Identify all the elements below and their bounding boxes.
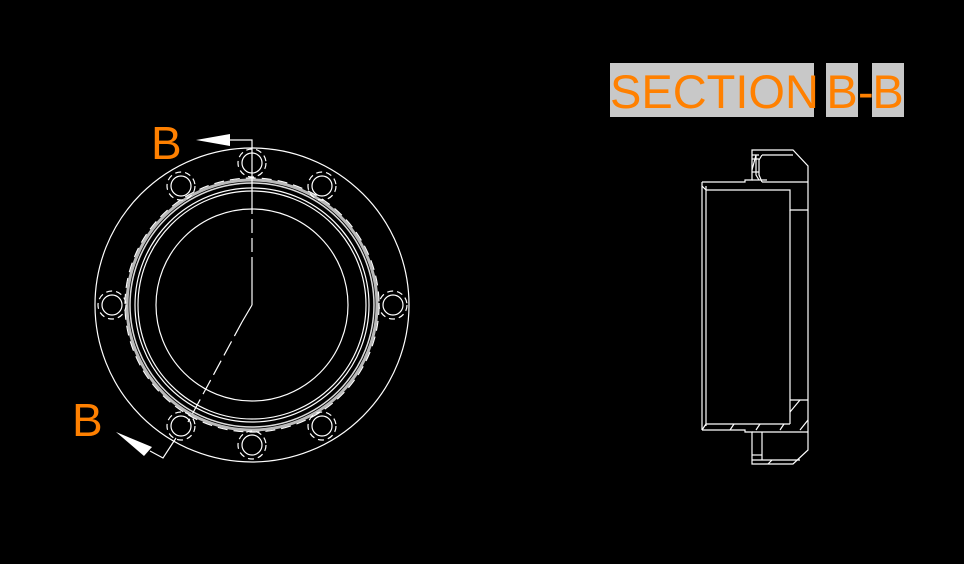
bolt-hole [378,290,408,320]
bolt-hole [166,411,196,441]
section-arrow-bottom [116,432,152,456]
section-title-right-letter: B [872,63,904,118]
section-title-left-letter: B [826,63,858,118]
front-view [94,139,410,463]
bolt-hole [97,290,127,320]
section-cut-line [149,139,253,459]
bolt-hole [237,430,267,460]
bolt-hole [307,411,337,441]
section-view [701,149,809,465]
section-title-dash: - [858,65,874,118]
cut-label-top: B [151,117,182,169]
bolt-hole [166,171,196,201]
section-title-word: SECTION [610,63,819,118]
section-arrow-top [196,134,230,146]
cut-label-bottom: B [72,394,103,446]
bolt-hole [307,171,337,201]
